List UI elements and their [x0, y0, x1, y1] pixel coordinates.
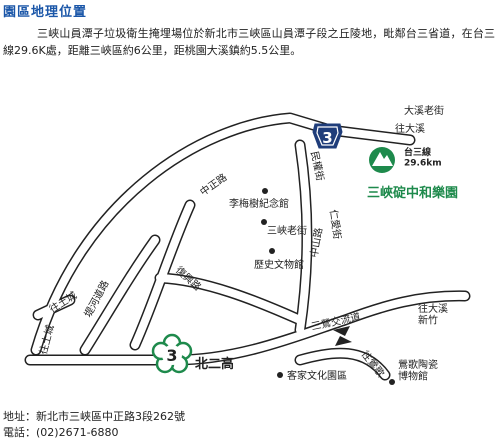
label-to-yingge: 往鶯歌 — [359, 348, 388, 380]
landmark-dot — [389, 379, 395, 385]
landmark-dot — [269, 248, 275, 254]
label-minquan-st: 民權街 — [308, 150, 327, 182]
label-to-daxi-hsinchu: 往大溪新竹 — [418, 302, 448, 327]
label-renai-st: 仁愛街 — [327, 209, 344, 241]
landmark-dot — [261, 219, 267, 225]
landmark-history-museum: 歷史文物館 — [254, 258, 304, 271]
landmark-yingge-ceramics: 鶯歌陶瓷博物館 — [398, 358, 438, 383]
page-title: 園區地理位置 — [3, 5, 88, 20]
national-route-3-shield-icon: 3 — [151, 333, 193, 374]
provincial-route-3-shield-icon: 3 — [312, 123, 343, 149]
phone: 電話：(02)2671-6880 — [3, 426, 119, 439]
svg-text:3: 3 — [322, 129, 332, 147]
address: 地址：新北市三峽區中正路3段262號 — [3, 410, 185, 423]
location-map: 3 3 大溪老街 往大溪 中正路 民權街 仁愛街 復興路 中山路 堤河道路 往土… — [24, 104, 471, 385]
svg-text:3: 3 — [166, 346, 177, 365]
label-daxi-oldstreet: 大溪老街 — [404, 104, 444, 117]
label-to-daxi: 往大溪 — [395, 122, 425, 135]
contact-info: 地址：新北市三峽區中正路3段262號 電話：(02)2671-6880 — [3, 409, 185, 441]
landmark-hakka-park: 客家文化園區 — [287, 369, 347, 382]
landmark-li-mei-shu: 李梅樹紀念館 — [229, 197, 289, 210]
park-name: 三峽碇中和樂園 — [367, 185, 458, 201]
landmarks: 李梅樹紀念館 三峽老街 歷史文物館 客家文化園區 鶯歌陶瓷博物館 — [229, 188, 438, 385]
park-logo-icon — [369, 147, 395, 173]
label-zhongzheng-rd: 中正路 — [197, 171, 229, 199]
landmark-sanxia-oldstreet: 三峽老街 — [267, 224, 307, 237]
landmark-dot — [262, 188, 268, 194]
landmark-dot — [277, 372, 283, 378]
interchange-arrows-icon — [333, 326, 352, 346]
location-description: 三峽山員潭子垃圾衛生掩埋場位於新北市三峽區山員潭子段之丘陵地，毗鄰台三省道，在台… — [3, 27, 495, 57]
label-north-second-highway: 北二高 — [195, 356, 234, 372]
